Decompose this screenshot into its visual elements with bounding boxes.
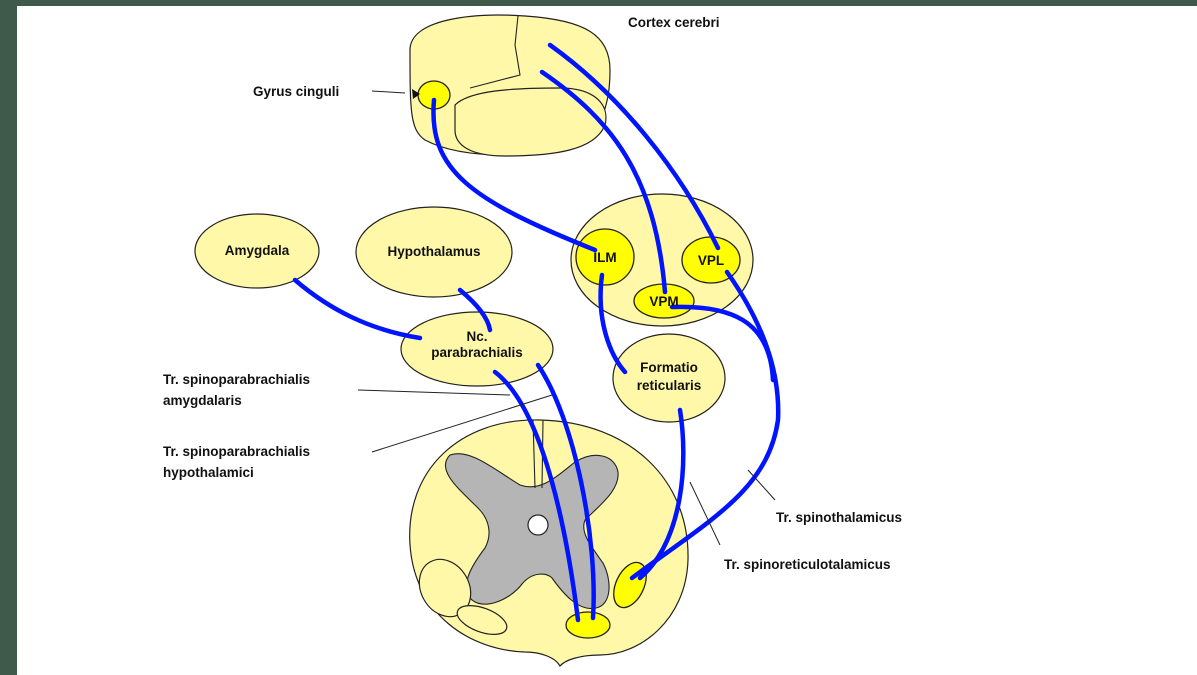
label-tr-spinothalamicus: Tr. spinothalamicus [776,510,902,525]
label-gyrus-cinguli: Gyrus cinguli [253,84,339,99]
label-vpl: VPL [698,253,724,268]
label-vpm: VPM [649,294,678,309]
label-parabrachialis-line2: parabrachialis [431,345,523,360]
label-amygdala: Amygdala [225,243,290,258]
spinal-cord-section [409,420,688,666]
label-formatio-line1: Formatio [640,360,698,375]
pain-pathways-diagram: Cortex cerebri Gyrus cinguli Amygdala Hy… [17,6,1197,675]
label-tr-amyg-line2: amygdalaris [163,393,242,408]
label-cortex-cerebri: Cortex cerebri [628,15,720,30]
label-tr-amyg-line1: Tr. spinoparabrachialis [163,372,310,387]
label-tr-spinoreticulotalamicus: Tr. spinoreticulotalamicus [724,557,891,572]
label-parabrachialis-line1: Nc. [466,329,487,344]
label-tr-hypo-line2: hypothalamici [163,465,254,480]
label-tr-hypo-line1: Tr. spinoparabrachialis [163,444,310,459]
label-hypothalamus: Hypothalamus [387,244,480,259]
label-ilm: ILM [593,250,616,265]
spinal-tract-nucleus-ventral [566,612,610,638]
slide: Cortex cerebri Gyrus cinguli Amygdala Hy… [17,6,1197,675]
central-canal [528,515,548,535]
label-formatio-line2: reticularis [637,378,702,393]
